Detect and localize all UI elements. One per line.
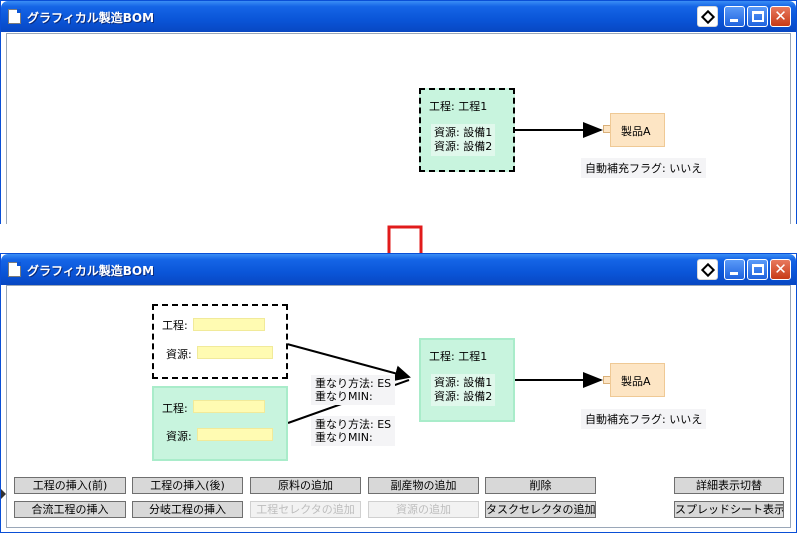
close-button[interactable]: ✕ xyxy=(770,259,791,280)
help-button[interactable] xyxy=(697,6,718,27)
resource-list[interactable]: 資源: 設備1 資源: 設備2 xyxy=(431,374,496,406)
process-name: 工程: 工程1 xyxy=(429,350,488,363)
product-name: 製品A xyxy=(621,375,651,388)
resource-label: 資源: xyxy=(166,430,192,443)
process-node[interactable]: 工程: 工程1 資源: 設備1 資源: 設備2 xyxy=(419,88,515,172)
product-name: 製品A xyxy=(621,125,651,138)
connector-layer xyxy=(515,122,603,138)
add-resource-button[interactable]: 資源の追加 xyxy=(368,501,479,518)
overlap-method: 重なり方法: ES xyxy=(315,418,392,431)
minimize-button[interactable] xyxy=(724,259,745,280)
process-name-field[interactable] xyxy=(193,318,265,331)
help-button[interactable] xyxy=(697,259,718,280)
window-title: グラフィカル製造BOM xyxy=(27,11,155,25)
overlap-method: 重なり方法: ES xyxy=(315,377,392,390)
insert-merge-process-button[interactable]: 合流工程の挿入 xyxy=(14,501,126,518)
document-icon xyxy=(8,9,21,24)
new-process-node[interactable]: 工程: 資源: xyxy=(152,386,288,461)
product-node[interactable]: 製品A xyxy=(610,363,665,397)
toolbar-collapse-handle[interactable] xyxy=(0,477,7,512)
document-icon xyxy=(8,262,21,277)
minimize-icon xyxy=(730,19,738,22)
resource-item: 資源: 設備1 xyxy=(434,126,493,139)
resource-item: 資源: 設備2 xyxy=(434,390,493,403)
resource-name-field[interactable] xyxy=(197,346,273,359)
toggle-detail-button[interactable]: 詳細表示切替 xyxy=(674,477,784,494)
resource-item: 資源: 設備1 xyxy=(434,376,493,389)
delete-button[interactable]: 削除 xyxy=(485,477,596,494)
process-label: 工程: xyxy=(162,319,188,332)
diamond-icon xyxy=(700,262,716,278)
minimize-button[interactable] xyxy=(724,6,745,27)
process-node[interactable]: 工程: 工程1 資源: 設備1 資源: 設備2 xyxy=(419,338,515,422)
process-label: 工程: xyxy=(162,402,188,415)
close-button[interactable]: ✕ xyxy=(770,6,791,27)
maximize-button[interactable] xyxy=(747,6,768,27)
auto-replenish-flag: 自動補充フラグ: いいえ xyxy=(581,158,707,178)
merge-arrow-upper xyxy=(286,343,411,382)
add-material-button[interactable]: 原料の追加 xyxy=(250,477,361,494)
process-name: 工程: 工程1 xyxy=(429,100,488,113)
overlap-info: 重なり方法: ES 重なりMIN: xyxy=(311,416,396,446)
new-process-node[interactable]: 工程: 資源: xyxy=(152,304,288,379)
overlap-min: 重なりMIN: xyxy=(315,431,373,444)
add-task-selector-button[interactable]: タスクセレクタの追加 xyxy=(485,501,596,518)
resource-item: 資源: 設備2 xyxy=(434,140,493,153)
connector-layer xyxy=(286,343,603,424)
maximize-button[interactable] xyxy=(747,259,768,280)
overlap-min: 重なりMIN: xyxy=(315,390,373,403)
title-bar[interactable]: グラフィカル製造BOM ✕ xyxy=(1,1,796,32)
window-title: グラフィカル製造BOM xyxy=(27,264,155,278)
bom-canvas[interactable]: 工程: 工程1 資源: 設備1 資源: 設備2 製品A 自動補充フラグ: いいえ xyxy=(6,33,791,224)
process-name-field[interactable] xyxy=(193,400,265,413)
resource-list[interactable]: 資源: 設備1 資源: 設備2 xyxy=(431,124,496,156)
product-node[interactable]: 製品A xyxy=(610,113,665,147)
maximize-icon xyxy=(752,11,764,22)
insert-process-after-button[interactable]: 工程の挿入(後) xyxy=(132,477,243,494)
resource-label: 資源: xyxy=(166,348,192,361)
minimize-icon xyxy=(730,272,738,275)
resource-name-field[interactable] xyxy=(197,428,273,441)
add-process-selector-button[interactable]: 工程セレクタの追加 xyxy=(250,501,361,518)
window-before: グラフィカル製造BOM ✕ 工程: 工程1 資源: 設備1 資源: 設備2 製品… xyxy=(0,0,797,224)
add-byproduct-button[interactable]: 副産物の追加 xyxy=(368,477,479,494)
diamond-icon xyxy=(700,9,716,25)
title-bar[interactable]: グラフィカル製造BOM ✕ xyxy=(1,254,796,285)
auto-replenish-flag: 自動補充フラグ: いいえ xyxy=(581,409,707,429)
maximize-icon xyxy=(752,264,764,275)
close-icon: ✕ xyxy=(774,7,787,25)
spreadsheet-view-button[interactable]: スプレッドシート表示 xyxy=(674,501,784,518)
insert-branch-process-button[interactable]: 分岐工程の挿入 xyxy=(132,501,243,518)
overlap-info: 重なり方法: ES 重なりMIN: xyxy=(311,375,396,405)
insert-process-before-button[interactable]: 工程の挿入(前) xyxy=(14,477,126,494)
close-icon: ✕ xyxy=(774,260,787,278)
